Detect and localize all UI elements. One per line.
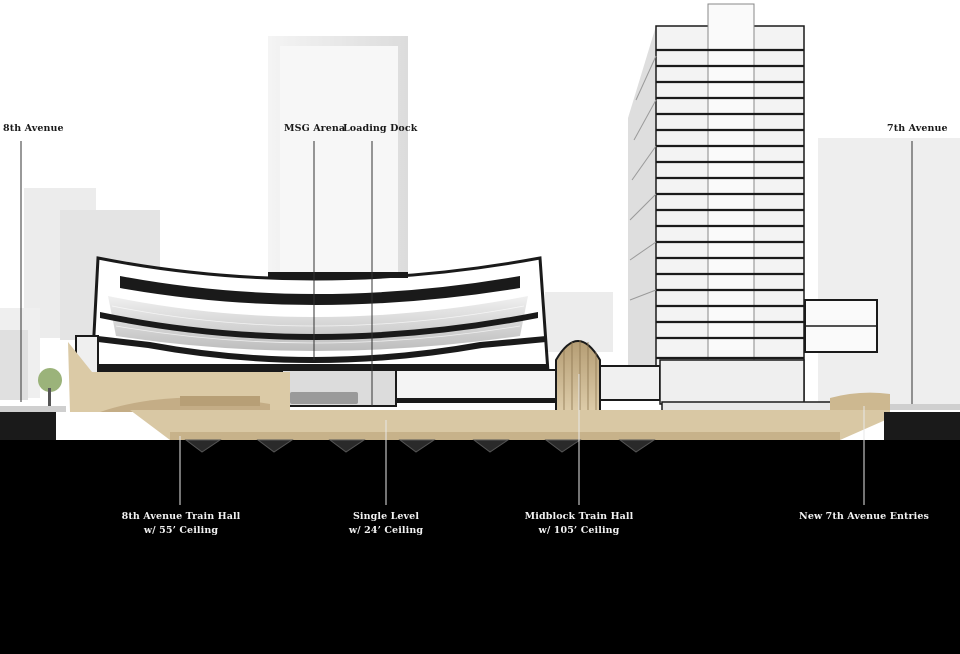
eighth-avenue-train-hall xyxy=(68,342,290,412)
ground xyxy=(0,440,960,654)
label-single-level-line1: Single Level xyxy=(352,511,420,522)
leader-lines xyxy=(20,141,913,406)
label-midblock-train-hall-line1: Midblock Train Hall xyxy=(524,511,634,522)
podium-floors xyxy=(281,359,839,415)
label-new-7th-avenue-entries-line1: New 7th Avenue Entries xyxy=(799,511,929,522)
concourse-level xyxy=(130,392,890,440)
label-midblock-train-hall-line2: w/ 105’ Ceiling xyxy=(538,525,620,536)
msg-arena-section xyxy=(75,256,550,377)
label-single-level: Single Level w/ 24’ Ceiling xyxy=(336,510,436,538)
midblock-train-hall xyxy=(555,340,601,421)
label-new-7th-avenue-entries: New 7th Avenue Entries xyxy=(796,510,932,524)
label-single-level-line2: w/ 24’ Ceiling xyxy=(348,525,424,536)
office-tower xyxy=(628,3,805,401)
label-msg-arena: MSG Arena xyxy=(284,123,346,134)
label-8th-avenue-train-hall-line1: 8th Avenue Train Hall xyxy=(121,511,241,522)
label-7th-avenue: 7th Avenue xyxy=(887,123,948,134)
label-midblock-train-hall: Midblock Train Hall w/ 105’ Ceiling xyxy=(519,510,639,538)
tree xyxy=(38,368,62,392)
label-8th-avenue: 8th Avenue xyxy=(3,123,64,134)
track-level xyxy=(184,439,656,453)
label-8th-avenue-train-hall: 8th Avenue Train Hall w/ 55’ Ceiling xyxy=(115,510,247,538)
leader-lines-bottom xyxy=(179,374,865,505)
label-loading-dock: Loading Dock xyxy=(343,123,418,134)
label-8th-avenue-train-hall-line2: w/ 55’ Ceiling xyxy=(143,525,219,536)
street-level xyxy=(0,368,960,440)
